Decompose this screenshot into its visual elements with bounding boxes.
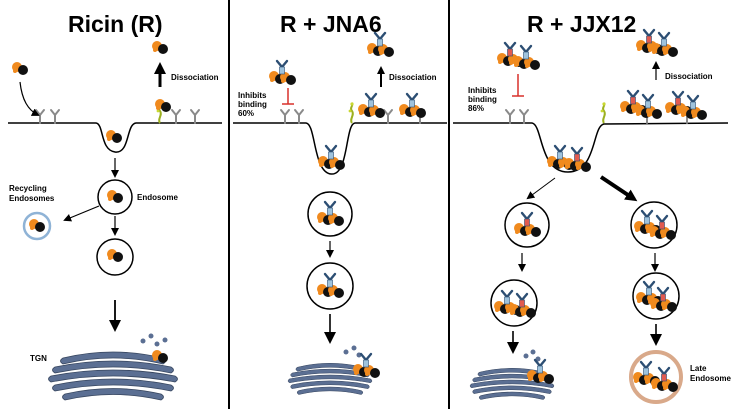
arrow-icon [599, 175, 638, 202]
antibody-toxin-complex [680, 96, 707, 120]
arrow-icon [63, 205, 100, 222]
receptor-icon [50, 109, 60, 124]
label-recycling-1: Recycling [9, 184, 47, 193]
receptor-icon [35, 109, 45, 124]
label-inhibits-jjx12-3: 86% [468, 104, 484, 113]
antibody-toxin-complex [635, 95, 662, 119]
panel-title-jjx12: R + JJX12 [527, 11, 636, 37]
glycolipid-receptor-icon [347, 101, 355, 124]
label-inhibits-jjx12-2: binding [468, 95, 497, 104]
antibody-toxin-complex [353, 354, 380, 378]
antibody-toxin-complex [399, 94, 426, 118]
label-dissociation-jna6: Dissociation [389, 73, 437, 82]
label-recycling-2: Endosomes [9, 194, 55, 203]
label-endosome: Endosome [137, 193, 178, 202]
membrane-jjx12 [453, 122, 729, 173]
receptor-icon [505, 109, 515, 124]
panel-jjx12: R + JJX12 Inhibits binding 86% Dissociat… [453, 11, 731, 404]
toxin-icon [152, 41, 168, 54]
panel-ricin: Ricin (R) Dissociation Endosome Recyclin… [8, 11, 222, 401]
receptor-icon [280, 109, 290, 124]
label-dissociation-jjx12: Dissociation [665, 72, 713, 81]
label-tgn: TGN [30, 354, 47, 363]
toxin-icon [106, 130, 122, 143]
label-dissociation-ricin: Dissociation [171, 73, 219, 82]
receptor-icon [190, 109, 200, 124]
receptor-icon [171, 109, 181, 124]
receptor-icon [294, 109, 304, 124]
arrow-icon [526, 177, 556, 200]
panel-title-jna6: R + JNA6 [280, 11, 382, 37]
label-inhibits-jna6-3: 60% [238, 109, 254, 118]
label-inhibits-jna6-1: Inhibits [238, 91, 267, 100]
receptor-icon [519, 109, 529, 124]
arrow-icon [19, 81, 40, 116]
label-inhibits-jna6-2: binding [238, 100, 267, 109]
receptor-icon [383, 109, 393, 124]
antibody-toxin-complex [651, 33, 678, 57]
antibody-toxin-complex [358, 94, 385, 118]
toxin-icon [12, 62, 28, 75]
membrane-ricin [8, 122, 222, 153]
antibody-toxin-complex [527, 360, 554, 384]
label-inhibits-jjx12-1: Inhibits [468, 86, 497, 95]
antibody-toxin-complex [269, 61, 296, 85]
panel-title-ricin: Ricin (R) [68, 11, 163, 37]
panel-jna6: R + JNA6 Inhibits binding 60% Dissociati… [233, 11, 447, 395]
glycolipid-receptor-icon [599, 101, 607, 124]
label-late-1: Late [690, 364, 707, 373]
antibody-toxin-complex [318, 146, 345, 170]
label-late-2: Endosome [690, 374, 731, 383]
membrane-jna6 [233, 122, 447, 175]
antibody-toxin-complex [513, 46, 540, 70]
